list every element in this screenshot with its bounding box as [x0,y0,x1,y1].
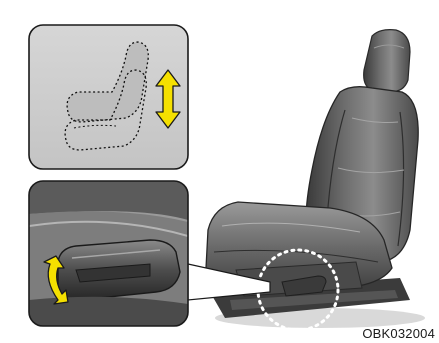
car-seat [188,30,425,330]
inset-top [29,25,188,169]
headrest [364,30,410,92]
image-code: OBK032004 [362,326,435,341]
inset-bottom [29,181,188,330]
